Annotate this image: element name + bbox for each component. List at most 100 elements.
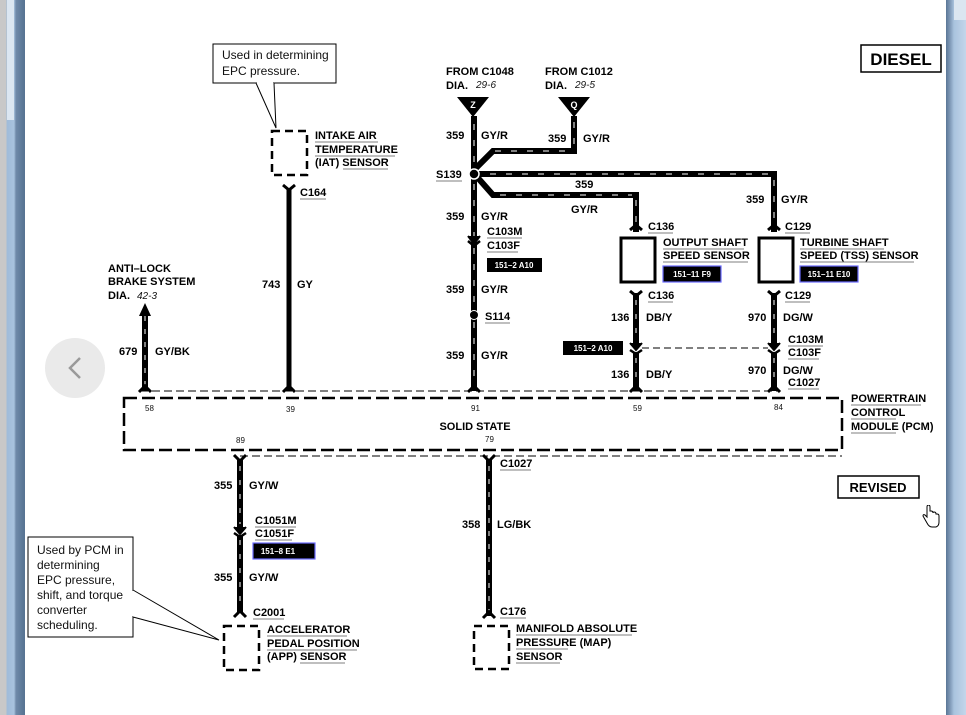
ref-tag-e10[interactable]: [799, 265, 859, 283]
c1027-label: C1027: [500, 458, 532, 470]
app-note-callout: Used by PCM in determining EPC pressure,…: [27, 536, 220, 641]
s114-label: S114: [485, 311, 511, 323]
marker-z-icon: [457, 97, 489, 117]
wire-136-number: 136: [611, 312, 629, 324]
diesel-badge: [860, 44, 942, 73]
svg-text:converter: converter: [37, 603, 87, 617]
source-c1048-label: FROM C1048 DIA. 29-6: [446, 66, 514, 92]
wire-359-number: 359: [575, 179, 593, 191]
svg-text:INTAKE AIR: INTAKE AIR: [315, 130, 377, 142]
c103-connector-symbol: [467, 235, 481, 246]
c176-label: C176: [500, 606, 526, 618]
svg-text:DIA.: DIA.: [108, 290, 130, 302]
c136-label: C136: [648, 290, 674, 302]
svg-text:151–2 A10: 151–2 A10: [495, 261, 534, 270]
pin-91: 91: [471, 404, 480, 413]
wire-355-color: GY/W: [249, 572, 279, 584]
c129-connector-top: [767, 223, 781, 232]
wire-743-color: GY: [297, 279, 314, 291]
s139-label: S139: [436, 169, 462, 181]
svg-text:POWERTRAIN: POWERTRAIN: [851, 393, 926, 405]
wire-679-number: 679: [119, 346, 137, 358]
ref-tag-a10[interactable]: [563, 341, 623, 355]
wire-359-color: GY/R: [481, 130, 508, 142]
svg-text:FROM C1012: FROM C1012: [545, 66, 613, 78]
ref-tag-a10[interactable]: [487, 258, 542, 272]
c136-connector-top: [629, 223, 643, 232]
wire-970-color: DG/W: [783, 365, 814, 377]
svg-text:FROM C1048: FROM C1048: [446, 66, 514, 78]
wire-359-number: 359: [746, 194, 764, 206]
wire-359-color: GY/R: [481, 350, 508, 362]
wire-358-number: 358: [462, 519, 480, 531]
svg-text:ANTI–LOCK: ANTI–LOCK: [108, 263, 171, 275]
svg-text:Used by PCM in: Used by PCM in: [37, 543, 124, 557]
svg-text:PRESSURE (MAP): PRESSURE (MAP): [516, 637, 612, 649]
wire-359-number: 359: [548, 133, 566, 145]
c129-label: C129: [785, 290, 811, 302]
wire-359-color: GY/R: [781, 194, 808, 206]
wire-359-color: GY/R: [481, 284, 508, 296]
c176-connector-symbol: [481, 609, 497, 620]
pin-39: 39: [286, 405, 295, 414]
ref-tag-e1[interactable]: [252, 542, 316, 560]
wire-355-number: 355: [214, 480, 232, 492]
svg-text:PEDAL POSITION: PEDAL POSITION: [267, 638, 360, 650]
svg-text:MODULE (PCM): MODULE (PCM): [851, 421, 934, 433]
c164-label: C164: [300, 187, 327, 199]
source-c1012-label: FROM C1012 DIA. 29-5: [545, 66, 613, 92]
tss-sensor-box: [757, 236, 795, 284]
svg-text:shift, and torque: shift, and torque: [37, 588, 123, 602]
svg-text:BRAKE SYSTEM: BRAKE SYSTEM: [108, 276, 195, 288]
ref-tag-f9[interactable]: [662, 265, 722, 283]
chevron-left-icon: [68, 357, 81, 379]
wire-136-color: DB/Y: [646, 312, 673, 324]
pin-84: 84: [774, 403, 783, 412]
previous-page-button[interactable]: [45, 338, 105, 398]
c136-label: C136: [648, 221, 674, 233]
wire-355-number: 355: [214, 572, 232, 584]
wire-970-number: 970: [748, 312, 766, 324]
revised-label: REVISED: [849, 480, 906, 495]
svg-text:MANIFOLD ABSOLUTE: MANIFOLD ABSOLUTE: [516, 623, 637, 635]
svg-text:ACCELERATOR: ACCELERATOR: [267, 624, 350, 636]
wire-970-number: 970: [748, 365, 766, 377]
svg-text:scheduling.: scheduling.: [37, 618, 98, 632]
svg-text:Z: Z: [470, 100, 476, 110]
svg-text:CONTROL: CONTROL: [851, 407, 906, 419]
iat-sensor-box: [270, 129, 309, 177]
svg-text:SPEED SENSOR: SPEED SENSOR: [663, 250, 750, 262]
wire-743-number: 743: [262, 279, 280, 291]
svg-text:SPEED (TSS) SENSOR: SPEED (TSS) SENSOR: [800, 250, 919, 262]
iat-sensor-label: INTAKE AIR TEMPERATURE (IAT) SENSOR: [315, 130, 398, 170]
svg-text:SENSOR: SENSOR: [516, 651, 563, 663]
wire-359-color: GY/R: [571, 204, 598, 216]
abs-arrow-icon: [139, 303, 151, 316]
tss-sensor-label: TURBINE SHAFT SPEED (TSS) SENSOR: [800, 237, 919, 263]
c103m-label: C103M: [788, 334, 823, 346]
wire-359-number: 359: [446, 284, 464, 296]
wire-358-color: LG/BK: [497, 519, 531, 531]
svg-text:OUTPUT SHAFT: OUTPUT SHAFT: [663, 237, 748, 249]
wire-359-color: GY/R: [583, 133, 610, 145]
pcm-solid-state-label: SOLID STATE: [439, 421, 510, 433]
svg-text:151–11 E10: 151–11 E10: [808, 270, 851, 279]
marker-q-icon: [558, 97, 590, 117]
c1051f-label: C1051F: [255, 528, 294, 540]
svg-text:29-5: 29-5: [574, 80, 595, 91]
c103f-label: C103F: [788, 347, 821, 359]
hand-cursor-icon: [922, 505, 940, 528]
pcm-box: [122, 396, 844, 452]
splice-s114: [469, 310, 479, 320]
wire-355-color: GY/W: [249, 480, 279, 492]
svg-text:determining: determining: [37, 558, 100, 572]
svg-text:TEMPERATURE: TEMPERATURE: [315, 144, 398, 156]
iat-note-line1: Used in determining: [222, 48, 329, 62]
wire-679-color: GY/BK: [155, 346, 190, 358]
map-sensor-label: MANIFOLD ABSOLUTE PRESSURE (MAP) SENSOR: [516, 623, 637, 664]
c2001-connector-symbol: [232, 608, 248, 619]
wire-359-number: 359: [446, 130, 464, 142]
app-sensor-box: [222, 624, 261, 672]
pin-58: 58: [145, 404, 154, 413]
svg-text:151–2 A10: 151–2 A10: [574, 344, 613, 353]
